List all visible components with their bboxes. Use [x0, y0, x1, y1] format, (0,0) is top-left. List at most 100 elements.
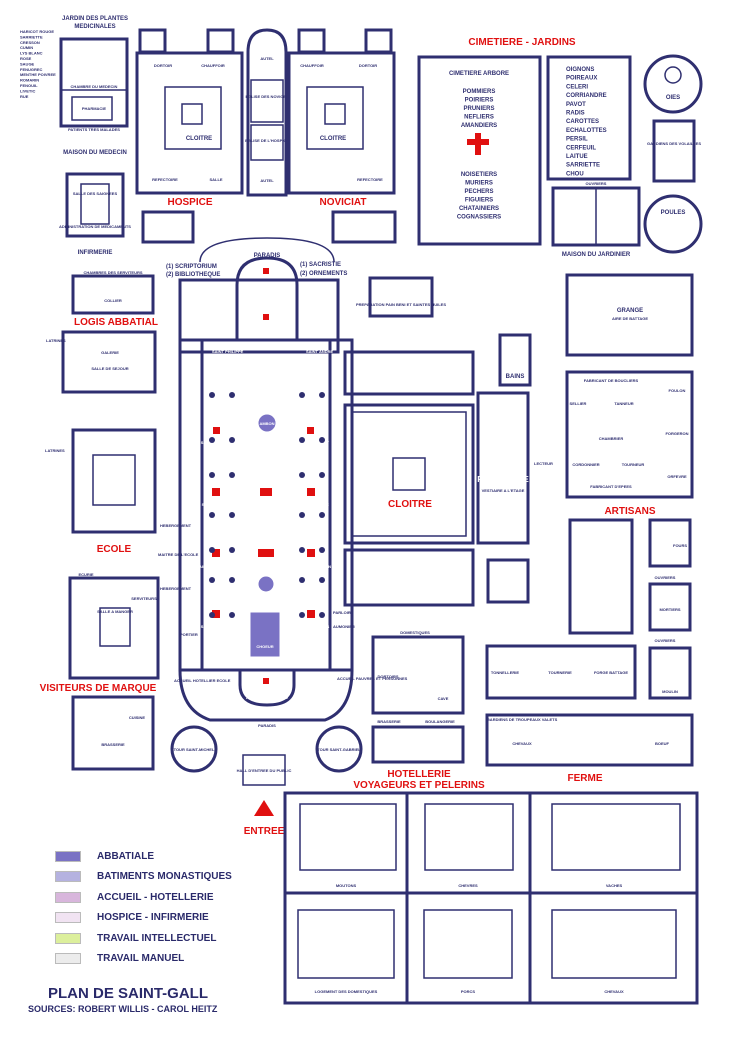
aumonier-label: AUMONIER	[333, 624, 355, 629]
abbatiale: PARADIS (1) SCRIPTORIUM (2) BIBLIOTHEQUE…	[166, 237, 363, 786]
maison-medecin-label: MAISON DU MEDECIN	[63, 150, 127, 156]
chambres-serviteurs: CHAMBRES DES SERVITEURS	[83, 270, 142, 275]
cuisine-visiteurs: CUISINE	[129, 715, 146, 720]
noviciat-dortoir: DORTOIR	[359, 63, 377, 68]
saint-philippe: SAINT PHILIPPE	[212, 349, 244, 354]
vaches-label: VACHES	[606, 883, 623, 888]
trees1-item: POIRIERS	[465, 98, 494, 104]
chevres-label: CHEVRES	[458, 883, 478, 888]
legend-label: BATIMENTS MONASTIQUES	[97, 871, 232, 883]
eglise-hospice-label: EGLISE DE L'HOSPICE	[245, 138, 289, 143]
potager-list-item: CORRIANDRE	[566, 93, 607, 99]
preparation-label: PREPARATION PAIN BENI ET SAINTES HUILES	[356, 302, 446, 307]
maison-jardinier-label: MAISON DU JARDINIER	[562, 252, 631, 258]
potager-list-item: LAITUE	[566, 154, 588, 160]
plant-list-item: MENTHE POIVREE	[20, 72, 56, 77]
pillar	[319, 547, 325, 553]
parloir-label: PARLOIR	[333, 610, 351, 615]
saint-laurent: SAINT LAURENT	[297, 440, 330, 445]
galerie-label: GALERIE	[101, 350, 119, 355]
aire-label: AIRE DE BATTAGE	[612, 316, 648, 321]
presbyterium: PRESBYTERIUM	[251, 299, 283, 304]
plant-list-item: FENUGREC	[20, 67, 43, 72]
forge-battage-label: FORGE BATTAGE	[594, 670, 628, 675]
pillar	[209, 612, 215, 618]
trees1-item: POMMIERS	[463, 89, 496, 95]
cimetiere-jardins-title: CIMETIERE - JARDINS	[468, 37, 576, 48]
cimetiere-title: CIMETIERE ARBORE	[449, 71, 509, 77]
fours-label: FOURS	[673, 543, 687, 548]
potager: OIGNONSPOIREAUXCELERICORRIANDREPAVOTRADI…	[546, 55, 632, 181]
visiteurs: SALLE A MANGER SERVITEURS ECURIE VISITEU…	[40, 572, 160, 771]
ambon-label: AMBON	[259, 421, 274, 426]
pillar	[209, 437, 215, 443]
boulangerie: BOULANGERIE BRASSERIE FOURS OUVRIERS MOR…	[568, 518, 692, 700]
abbatiale-title: ABBATIALE	[237, 509, 294, 520]
bains-label: BAINS	[506, 374, 525, 380]
mortiers-label: MORTIERS	[659, 607, 680, 612]
pillar	[229, 547, 235, 553]
pillar	[319, 437, 325, 443]
oies-label: OIES	[666, 95, 680, 101]
trees2-item: CHATAINIERS	[459, 206, 499, 212]
artisans-title: ARTISANS	[604, 506, 655, 517]
hospice-refectoire: REFECTOIRE	[152, 177, 178, 182]
visiteurs-title: VISITEURS DE MARQUE	[40, 683, 157, 694]
brasserie-h: BRASSERIE	[377, 719, 401, 724]
tonnellerie: TONNELLERIE TOURNERIE FORGE BATTAGE	[485, 644, 637, 700]
tree-list-2: NOISETIERSMURIERSPECHERSFIGUIERSCHATAINI…	[457, 172, 501, 221]
pillar	[299, 577, 305, 583]
refectoire: REFECTOIRE VESTIAIRE A L'ETAGE LECTEUR	[476, 391, 553, 545]
legend-item: BATIMENTS MONASTIQUES	[55, 867, 255, 888]
accueil-hotellier: ACCUEIL HOTELLIER ECOLE	[174, 678, 231, 683]
trees1-item: NEFLIERS	[464, 115, 494, 121]
bains-cuisines	[141, 210, 397, 244]
eglise-novices-label: EGLISE DES NOVICES	[245, 94, 288, 99]
choeur-ouest: CHOEUR	[256, 644, 273, 649]
saint-etienne: SAINT ETIENNE	[201, 440, 232, 445]
hospice-dortoir: DORTOIR	[154, 63, 172, 68]
ouvriers-jardin: OUVRIERS	[586, 181, 607, 186]
poules-label: POULES	[661, 210, 686, 216]
serviteurs-label: SERVITEURS	[131, 596, 157, 601]
forgeron-label: FORGERON	[665, 431, 688, 436]
maitre-autel: MAITRE-AUTEL	[252, 326, 283, 331]
ecole-title: ECOLE	[97, 544, 132, 555]
salle-sejour-label: SALLE DE SEJOUR	[91, 366, 128, 371]
plant-list-item: CUMIN	[20, 45, 33, 50]
legend-swatch	[55, 850, 81, 862]
trees2-item: FIGUIERS	[465, 198, 493, 204]
ecole: ECOLE LATRINES	[45, 428, 157, 555]
latrines-ecole: LATRINES	[45, 448, 65, 453]
saint-jean: SAINT JEAN EVANGELISTE SAINT JEAN BAPTIS…	[218, 564, 317, 569]
pillar	[299, 392, 305, 398]
porcs-label: PORCS	[461, 989, 476, 994]
brasserie-visiteurs: BRASSERIE	[101, 742, 125, 747]
boulangerie-label: BOULANGERIE	[571, 549, 631, 558]
fonts-baptismaux: FONTS BAPTISMAUX	[245, 598, 286, 603]
pillar	[299, 437, 305, 443]
ferme-title: FERME	[568, 773, 603, 784]
admin-medic-label: ADMINISTRATION DE MEDICAMENTS	[59, 224, 131, 229]
tournerie-label: TOURNERIE	[548, 670, 572, 675]
saint-andre: SAINT ANDRE	[306, 349, 334, 354]
brasserie-label: BRASSERIE	[578, 606, 625, 615]
left-services: HEBERGEMENT MAITRE DE L'ECOLE HEBERGEMEN…	[158, 523, 408, 683]
pupitre-2: PUPITRE	[280, 406, 298, 411]
saint-maurice: SAINT MAURICE	[297, 502, 329, 507]
potager-list-item: ECHALOTTES	[566, 128, 607, 134]
pillar	[299, 612, 305, 618]
legend-label: ABBATIALE	[97, 850, 155, 862]
gardiens-volailles: GARDIENS DES VOLAILLES	[647, 141, 701, 146]
jardin-title-2: MEDICINALES	[74, 24, 115, 30]
tree-list-1: POMMIERSPOIRIERSPRUNIERSNEFLIERSAMANDIER…	[461, 89, 497, 129]
potager-list-item: CHOU	[566, 171, 584, 177]
cloitre: CLOITRE	[343, 403, 475, 545]
plant-list-item: CRESSON	[20, 40, 40, 45]
maison-medecin: CHAMBRE DU MEDECIN PHARMACIE PATIENTS TR…	[59, 37, 129, 156]
noviciat-cloitre: CLOITRE	[320, 136, 346, 142]
legend-label: TRAVAIL INTELLECTUEL	[97, 932, 217, 944]
latrines-logis: LATRINES	[46, 338, 66, 343]
potager-list-item: POIREAUX	[566, 76, 597, 82]
orfevre-label: ORFEVRE	[667, 474, 687, 479]
